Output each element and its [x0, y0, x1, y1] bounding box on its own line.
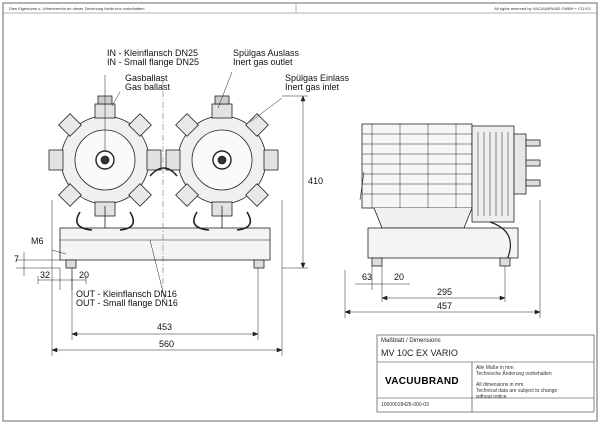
note-en-3: without notice — [476, 394, 507, 400]
side-pump-block — [471, 125, 515, 223]
front-view — [48, 95, 279, 269]
callout-purge-in-en: Inert gas inlet — [285, 82, 340, 92]
front-dimensions — [16, 95, 308, 356]
header-rights-notice: All rights reserved by VACUUBRAND GMBH +… — [494, 6, 591, 11]
brand-logo: VACUUBRAND — [385, 376, 459, 387]
note-en-2: Technical data are subject to change — [476, 388, 558, 394]
callout-purge-out-de: Spülgas Auslass — [233, 48, 300, 58]
callout-purge-in-de: Spülgas Einlass — [285, 73, 350, 83]
side-base — [367, 227, 519, 259]
dim-height-410: 410 — [308, 176, 324, 186]
callout-gasballast-en: Gas ballast — [125, 82, 171, 92]
dim-depth-295: 295 — [437, 287, 453, 297]
callout-gasballast-de: Gasballast — [125, 73, 168, 83]
dim-side-63: 63 — [362, 272, 373, 282]
dim-left-32: 32 — [40, 270, 51, 280]
dim-depth-457: 457 — [437, 301, 453, 311]
front-leaders — [51, 71, 283, 301]
side-motor — [361, 123, 473, 209]
callout-out-de: OUT - Kleinflansch DN16 — [76, 289, 177, 299]
front-base — [59, 227, 271, 261]
title-block-frame — [376, 334, 595, 413]
dim-foot-7: 7 — [14, 254, 20, 264]
front-foot-left — [65, 259, 77, 269]
title-sheet-label: Maßblatt / Dimensions — [381, 338, 441, 344]
callout-out-en: OUT - Small flange DN16 — [76, 298, 178, 308]
dim-left-20: 20 — [79, 270, 90, 280]
callout-in-de: IN - Kleinflansch DN25 — [107, 48, 199, 58]
callout-thread-m6: M6 — [31, 236, 44, 246]
note-en-1: All dimensions in mm — [476, 382, 524, 388]
side-view — [359, 123, 541, 267]
side-dimensions — [344, 200, 541, 318]
right-pump-head — [165, 95, 279, 217]
doc-number: 10000018428-000-03 — [381, 402, 429, 408]
note-de-1: Alle Maße in mm — [476, 365, 514, 371]
title-model: MV 10C EX VARIO — [381, 348, 458, 358]
callout-in-en: IN - Small flange DN25 — [107, 57, 200, 67]
front-foot-right — [253, 259, 265, 269]
dim-side-20: 20 — [394, 272, 405, 282]
note-de-2: Technische Änderung vorbehalten — [476, 371, 552, 377]
left-pump-head — [48, 95, 162, 217]
dim-width-453: 453 — [157, 322, 173, 332]
dim-width-560: 560 — [159, 339, 175, 349]
callout-purge-out-en: Inert gas outlet — [233, 57, 293, 67]
header-ownership-notice: Dies Eigentums u. Urheberrecht an dieser… — [9, 6, 145, 11]
